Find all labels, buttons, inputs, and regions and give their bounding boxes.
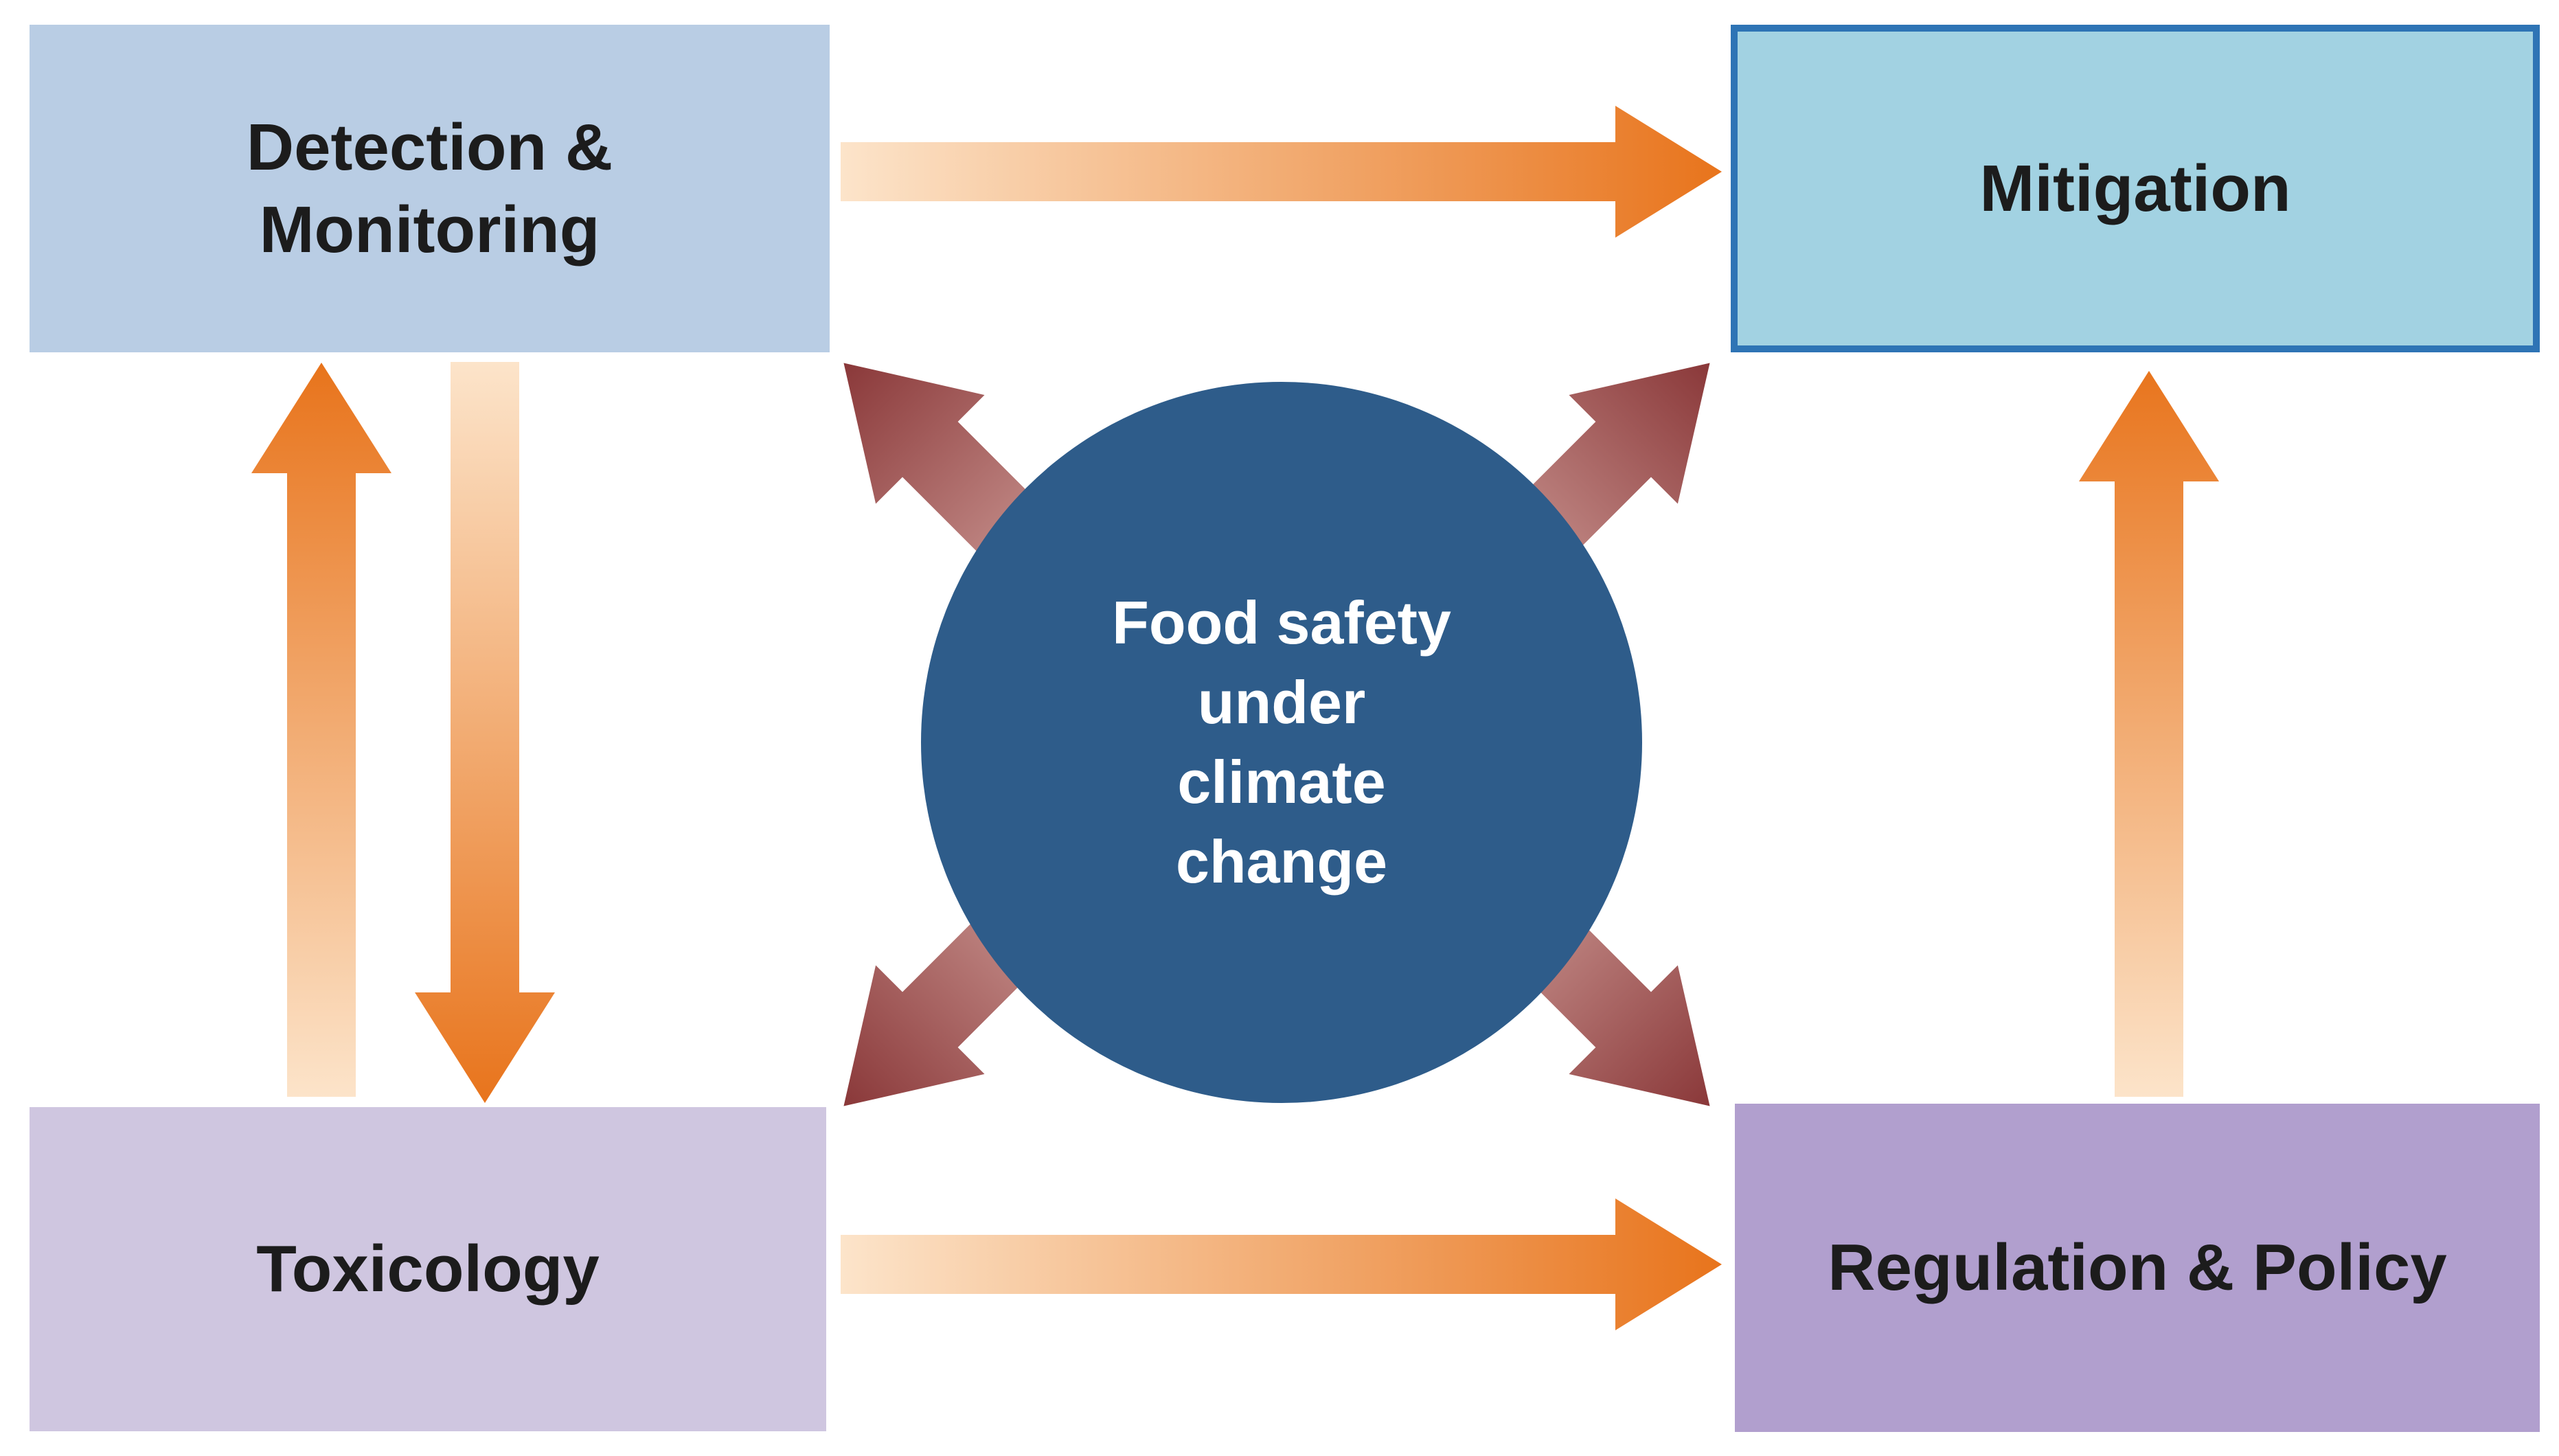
arrow-detection-to-mitigation bbox=[841, 106, 1722, 238]
arrow-regulation-to-mitigation bbox=[2079, 371, 2219, 1097]
node-detection-label: Detection & Monitoring bbox=[247, 106, 613, 271]
central-node-food-safety: Food safety under climate change bbox=[921, 382, 1642, 1103]
node-mitigation: Mitigation bbox=[1731, 25, 2540, 352]
toxicology-label: Toxicology bbox=[256, 1232, 600, 1306]
node-toxicology: Toxicology bbox=[30, 1107, 826, 1431]
arrow-toxicology-to-regulation bbox=[841, 1198, 1722, 1330]
regulation-label: Regulation & Policy bbox=[1828, 1231, 2447, 1304]
arrow-detection-to-toxicology bbox=[415, 362, 555, 1103]
central-label-line-2: under bbox=[1197, 668, 1366, 736]
central-label-line-1: Food safety bbox=[1112, 588, 1451, 657]
node-detection-monitoring: Detection & Monitoring bbox=[30, 25, 830, 352]
detection-label-line-1: Detection & bbox=[246, 110, 613, 184]
node-regulation-policy: Regulation & Policy bbox=[1735, 1104, 2540, 1432]
detection-label-line-2: Monitoring bbox=[259, 192, 600, 266]
mitigation-label: Mitigation bbox=[1979, 151, 2291, 225]
central-node-label: Food safety under climate change bbox=[1112, 583, 1451, 902]
central-label-line-3: climate bbox=[1177, 748, 1386, 816]
central-label-line-4: change bbox=[1175, 828, 1388, 896]
arrow-toxicology-to-detection bbox=[251, 363, 391, 1097]
